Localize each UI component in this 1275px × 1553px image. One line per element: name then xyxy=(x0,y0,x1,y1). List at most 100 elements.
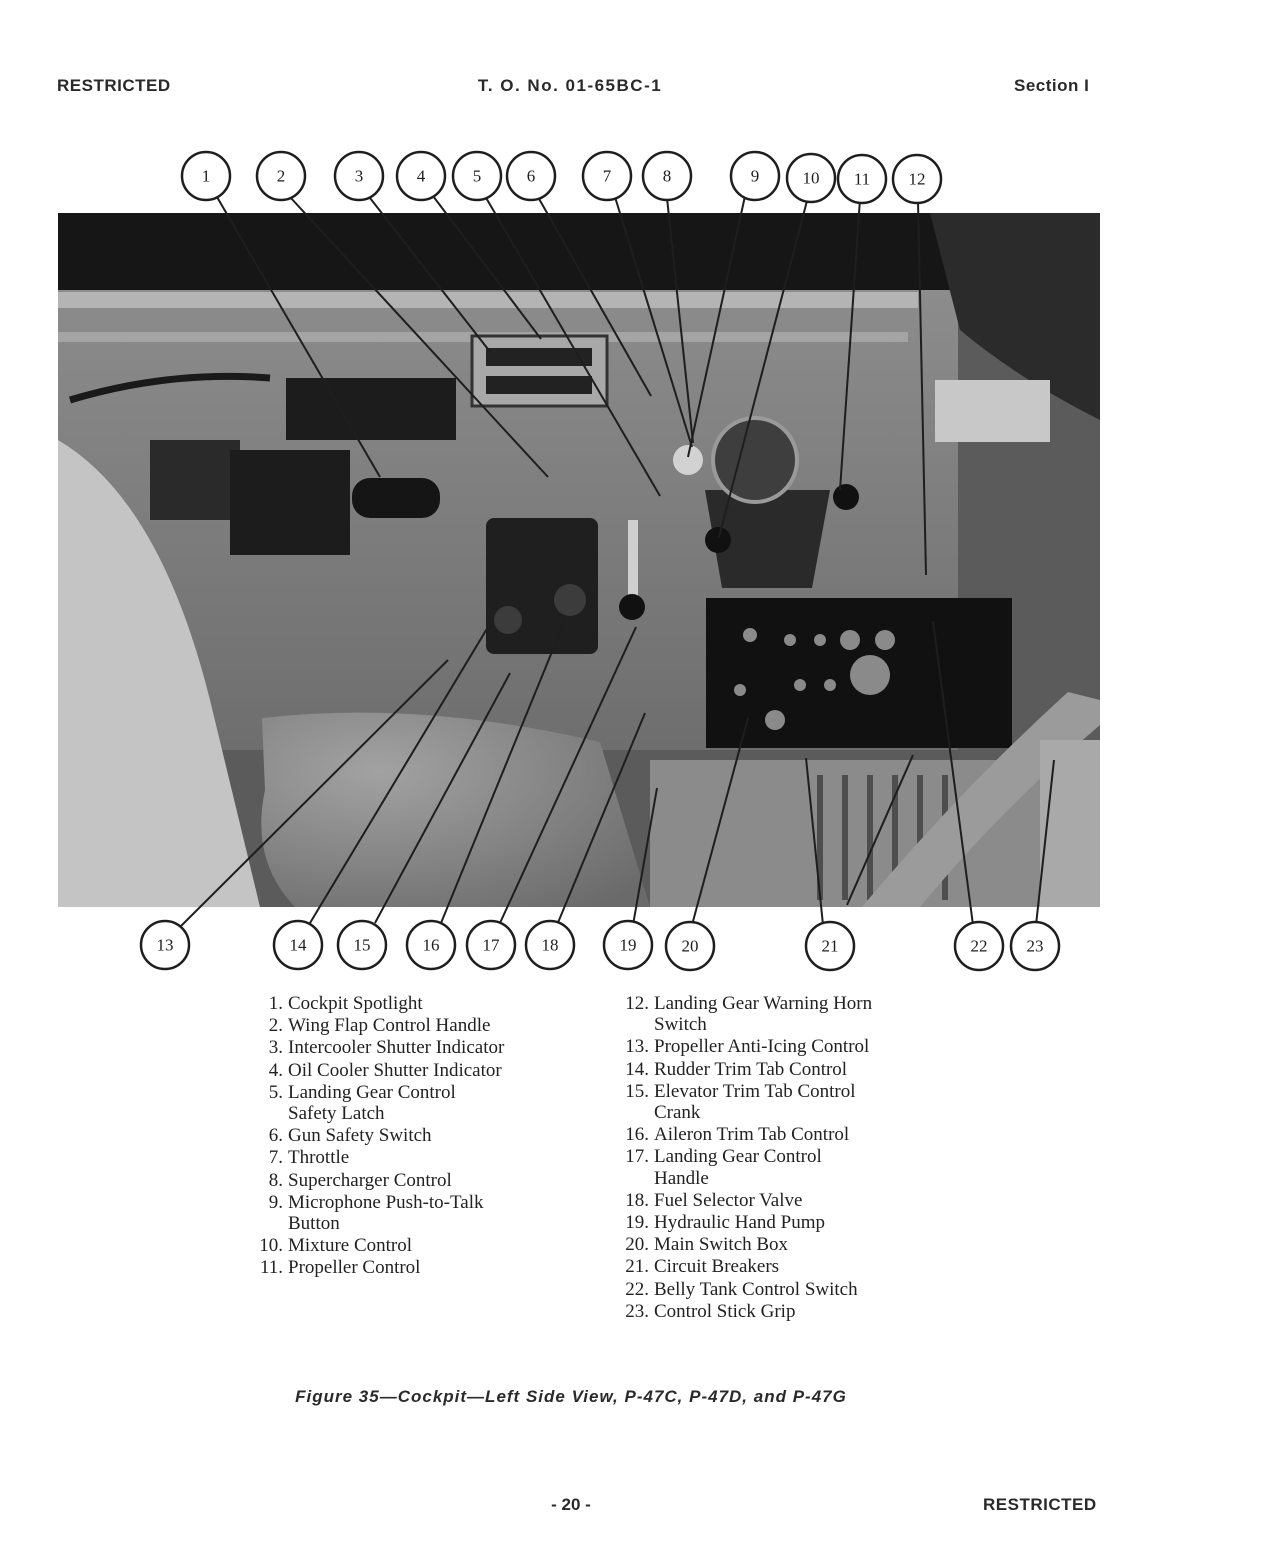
legend-item: 21.Circuit Breakers xyxy=(622,1256,922,1277)
legend-item: 18.Fuel Selector Valve xyxy=(622,1190,922,1211)
callout-13: 13 xyxy=(157,936,174,955)
legend-text: Landing Gear Control Handle xyxy=(654,1146,822,1189)
legend-text: Supercharger Control xyxy=(288,1169,452,1191)
legend-number: 18. xyxy=(625,1189,649,1211)
legend-number: 14. xyxy=(625,1058,649,1080)
legend-text: Aileron Trim Tab Control xyxy=(654,1124,850,1146)
legend-text: Oil Cooler Shutter Indicator xyxy=(288,1059,502,1081)
callout-2: 2 xyxy=(277,167,286,186)
legend-item: 1.Cockpit Spotlight xyxy=(256,993,556,1014)
legend-number: 13. xyxy=(625,1036,649,1058)
header-tech-order-number: T. O. No. 01-65BC-1 xyxy=(477,76,663,95)
legend-text: Throttle xyxy=(288,1147,350,1169)
legend-item: 17.Landing Gear Control Handle xyxy=(622,1146,922,1188)
footer-restricted: RESTRICTED xyxy=(983,1495,1097,1514)
callout-19: 19 xyxy=(620,936,637,955)
page-number: - 20 - xyxy=(551,1495,591,1514)
legend-item: 2.Wing Flap Control Handle xyxy=(256,1015,556,1036)
legend-text: Fuel Selector Valve xyxy=(654,1189,803,1211)
legend-text: Gun Safety Switch xyxy=(288,1125,432,1147)
callout-16: 16 xyxy=(423,936,440,955)
callout-11: 11 xyxy=(854,170,870,189)
legend-number: 19. xyxy=(625,1212,649,1234)
cockpit-photograph xyxy=(58,213,1100,907)
callout-3: 3 xyxy=(355,167,364,186)
legend-number: 6. xyxy=(268,1125,283,1147)
cockpit-figure: 1 2 3 4 5 6 7 8 9 10 11 12 13 14 15 16 1… xyxy=(58,150,1100,972)
legend-text: Intercooler Shutter Indicator xyxy=(288,1037,505,1059)
legend-item: 3.Intercooler Shutter Indicator xyxy=(256,1037,556,1058)
figure-caption: Figure 35—Cockpit—Left Side View, P-47C,… xyxy=(295,1387,847,1406)
legend-item: 7.Throttle xyxy=(256,1147,556,1168)
legend-number: 15. xyxy=(625,1080,649,1102)
legend-number: 16. xyxy=(625,1124,649,1146)
legend-number: 21. xyxy=(625,1256,649,1278)
callout-23: 23 xyxy=(1027,937,1044,956)
legend-item: 20.Main Switch Box xyxy=(622,1234,922,1255)
callout-18: 18 xyxy=(542,936,559,955)
legend-text: Wing Flap Control Handle xyxy=(288,1015,491,1037)
legend-number: 5. xyxy=(268,1081,283,1103)
legend-item: 12.Landing Gear Warning Horn Switch xyxy=(622,993,922,1035)
legend-text: Landing Gear Warning Horn Switch xyxy=(654,993,873,1036)
legend-item: 5.Landing Gear Control Safety Latch xyxy=(256,1082,556,1124)
callout-6: 6 xyxy=(527,167,536,186)
legend-number: 12. xyxy=(625,993,649,1014)
legend-item: 4.Oil Cooler Shutter Indicator xyxy=(256,1060,556,1081)
legend-item: 10.Mixture Control xyxy=(256,1235,556,1256)
legend-item: 19.Hydraulic Hand Pump xyxy=(622,1212,922,1233)
legend-text: Hydraulic Hand Pump xyxy=(654,1212,825,1234)
legend-text: Main Switch Box xyxy=(654,1234,789,1256)
legend-text: Microphone Push-to-Talk Button xyxy=(288,1191,484,1235)
legend-text: Landing Gear Control Safety Latch xyxy=(288,1081,456,1125)
legend-item: 13.Propeller Anti-Icing Control xyxy=(622,1036,922,1057)
legend-text: Belly Tank Control Switch xyxy=(654,1278,858,1300)
callout-5: 5 xyxy=(473,167,482,186)
legend-number: 8. xyxy=(268,1169,283,1191)
callout-8: 8 xyxy=(663,167,672,186)
legend-number: 2. xyxy=(268,1015,283,1037)
legend-item: 14.Rudder Trim Tab Control xyxy=(622,1059,922,1080)
legend-number: 3. xyxy=(268,1037,283,1059)
legend-number: 1. xyxy=(268,993,283,1014)
legend-number: 4. xyxy=(268,1059,283,1081)
legend-item: 11.Propeller Control xyxy=(256,1257,556,1278)
legend-right-column: 12.Landing Gear Warning Horn Switch 13.P… xyxy=(622,993,922,1323)
legend-number: 10. xyxy=(259,1235,283,1257)
legend-number: 17. xyxy=(625,1146,649,1168)
legend-text: Circuit Breakers xyxy=(654,1256,780,1278)
legend-text: Control Stick Grip xyxy=(654,1300,796,1322)
legend-text: Cockpit Spotlight xyxy=(288,993,423,1014)
header-section: Section I xyxy=(1014,76,1090,95)
legend-text: Propeller Control xyxy=(288,1257,421,1279)
header-restricted: RESTRICTED xyxy=(57,76,171,95)
legend-item: 15.Elevator Trim Tab Control Crank xyxy=(622,1081,922,1123)
callout-9: 9 xyxy=(751,167,760,186)
callout-21: 21 xyxy=(822,937,839,956)
legend-number: 11. xyxy=(259,1257,283,1279)
legend-item: 8.Supercharger Control xyxy=(256,1170,556,1191)
legend-left-column: 1.Cockpit Spotlight 2.Wing Flap Control … xyxy=(256,993,556,1280)
legend-number: 23. xyxy=(625,1300,649,1322)
legend-number: 20. xyxy=(625,1234,649,1256)
callout-12: 12 xyxy=(909,170,926,189)
legend-text: Rudder Trim Tab Control xyxy=(654,1058,848,1080)
callout-17: 17 xyxy=(483,936,501,955)
callout-10: 10 xyxy=(803,169,820,188)
callout-15: 15 xyxy=(354,936,371,955)
legend-text: Elevator Trim Tab Control Crank xyxy=(654,1080,856,1124)
callout-14: 14 xyxy=(290,936,308,955)
legend-number: 7. xyxy=(268,1147,283,1169)
legend-text: Mixture Control xyxy=(288,1235,413,1257)
callout-1: 1 xyxy=(202,167,211,186)
legend-item: 9.Microphone Push-to-Talk Button xyxy=(256,1192,556,1234)
legend-text: Propeller Anti-Icing Control xyxy=(654,1036,870,1058)
leader-lines xyxy=(179,195,1055,928)
legend-item: 16.Aileron Trim Tab Control xyxy=(622,1124,922,1145)
legend-item: 22.Belly Tank Control Switch xyxy=(622,1279,922,1300)
legend-number: 9. xyxy=(268,1191,283,1213)
callout-22: 22 xyxy=(971,937,988,956)
legend-item: 6.Gun Safety Switch xyxy=(256,1125,556,1146)
callout-circles xyxy=(139,150,1061,972)
callout-20: 20 xyxy=(682,937,699,956)
